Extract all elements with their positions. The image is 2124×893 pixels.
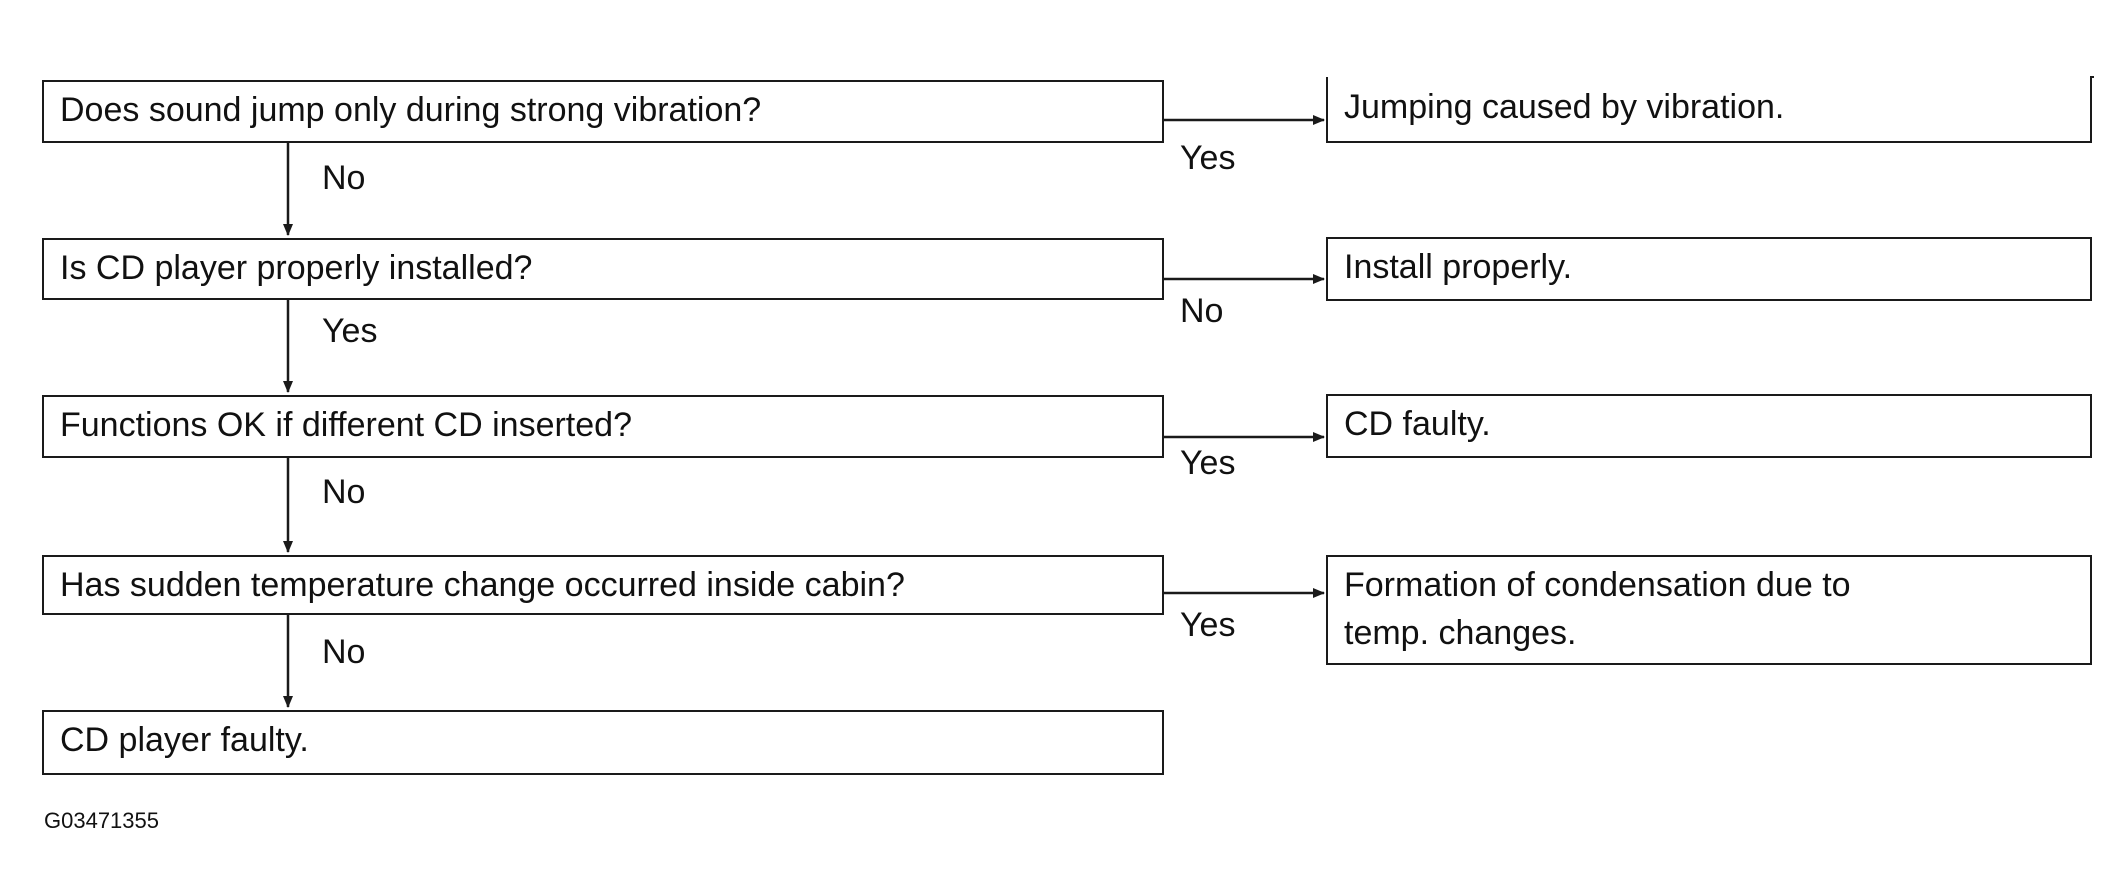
down-label-1: No [322, 159, 366, 197]
result-box-1: Jumping caused by vibration. [1326, 77, 2092, 143]
question-text-2: Is CD player properly installed? [60, 249, 533, 287]
exit-label-2: No [1180, 292, 1224, 330]
figure-id: G03471355 [44, 808, 159, 833]
exit-label-1: Yes [1180, 139, 1236, 177]
result-box-3: CD faulty. [1326, 394, 2092, 458]
question-text-1: Does sound jump only during strong vibra… [60, 91, 762, 129]
question-box-1: Does sound jump only during strong vibra… [42, 80, 1164, 143]
question-text-4: Has sudden temperature change occurred i… [60, 566, 905, 604]
question-text-3: Functions OK if different CD inserted? [60, 406, 632, 444]
result-box-2: Install properly. [1326, 237, 2092, 301]
down-label-2: Yes [322, 312, 378, 350]
question-box-2: Is CD player properly installed? [42, 238, 1164, 300]
question-box-3: Functions OK if different CD inserted? [42, 395, 1164, 458]
result-text-4: Formation of condensation due to temp. c… [1344, 566, 1851, 652]
down-label-3: No [322, 473, 366, 511]
down-label-4: No [322, 633, 366, 671]
question-box-4: Has sudden temperature change occurred i… [42, 555, 1164, 615]
result-box-4: Formation of condensation due to temp. c… [1326, 555, 2092, 665]
final-text: CD player faulty. [60, 721, 309, 759]
exit-label-3: Yes [1180, 444, 1236, 482]
result-text-1: Jumping caused by vibration. [1344, 88, 1785, 126]
exit-label-4: Yes [1180, 606, 1236, 644]
result-text-3: CD faulty. [1344, 405, 1491, 443]
result-text-2: Install properly. [1344, 248, 1573, 286]
final-box: CD player faulty. [42, 710, 1164, 775]
